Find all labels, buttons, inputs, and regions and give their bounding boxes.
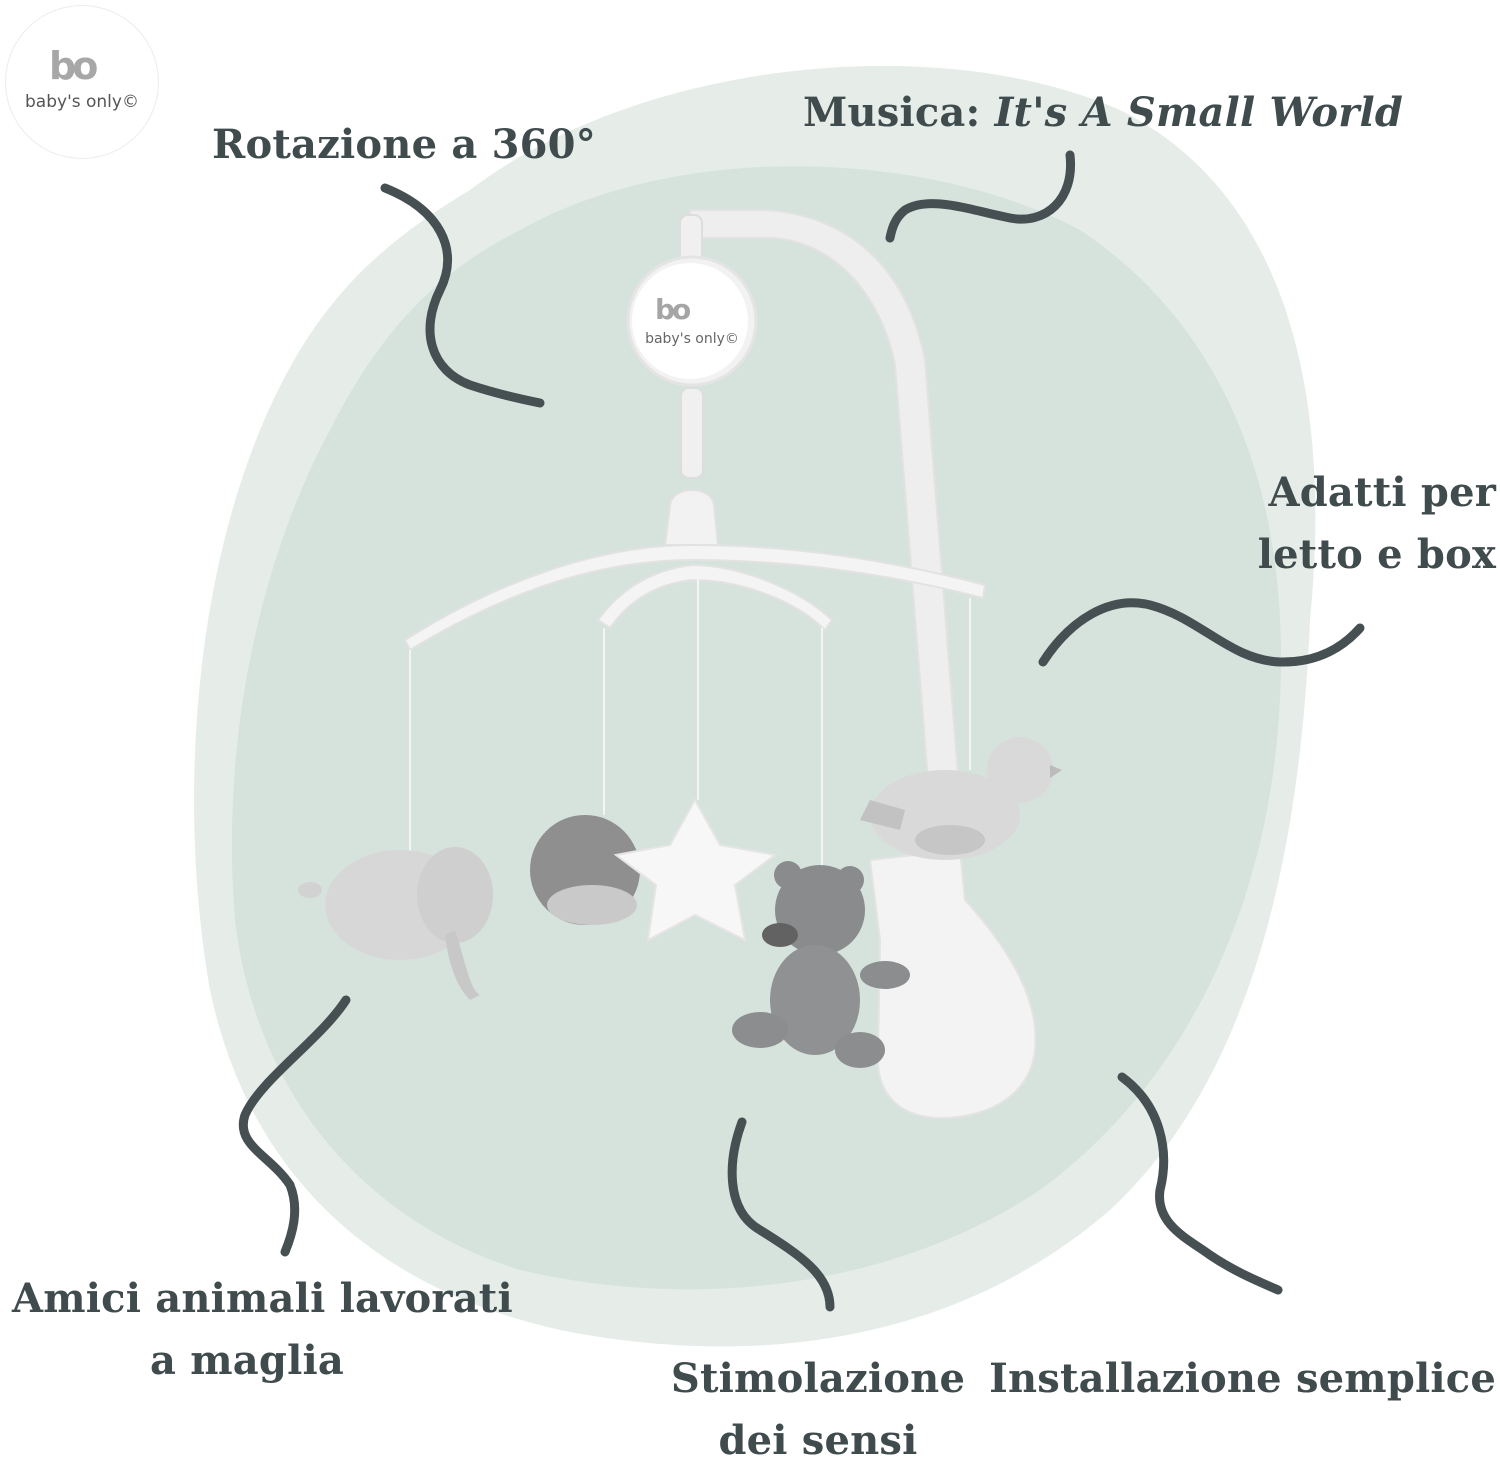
bear-toy (732, 861, 910, 1068)
callout-senses-line2: dei sensi (718, 1417, 918, 1464)
brand-logo: bo baby's only© (6, 6, 158, 158)
curl-fit (1038, 598, 1365, 667)
star-toy (613, 797, 778, 942)
callout-music: Musica: It's A Small World (803, 82, 1403, 144)
callout-music-prefix: Musica: (803, 89, 995, 136)
curl-rotation (380, 183, 545, 408)
chain-bottom (680, 387, 704, 479)
music-box-logo-mark: bo (655, 293, 691, 326)
callout-senses-line1: Stimolazione (670, 1355, 966, 1402)
hub (663, 489, 720, 546)
whale-toy (530, 815, 640, 925)
callout-knitted-line1: Amici animali lavorati (12, 1275, 513, 1322)
callout-rotation: Rotazione a 360° (212, 121, 596, 168)
elephant-toy (298, 847, 493, 1000)
clamp (868, 848, 1037, 1120)
callout-fit-line2: letto e box (1257, 531, 1496, 578)
callout-knitted-line2: a maglia (150, 1337, 344, 1384)
music-box-logo-text: baby's only© (645, 331, 739, 347)
callout-knitted: Amici animali lavorati a maglia (12, 1268, 513, 1392)
curl-knitted (238, 995, 351, 1257)
logo-mark: bo (49, 44, 98, 88)
logo-text: baby's only© (25, 92, 139, 112)
callout-install: Installazione semplice (989, 1355, 1496, 1402)
crossbar-long (403, 543, 987, 652)
crossbar-short (596, 563, 834, 632)
callout-senses: Stimolazione dei sensi (668, 1348, 968, 1472)
curl-install (1117, 1072, 1283, 1295)
callout-fit: Adatti per letto e box (1258, 462, 1496, 586)
callout-music-title: It's A Small World (994, 89, 1404, 136)
bird-toy (860, 737, 1062, 860)
curl-music (885, 150, 1076, 243)
curl-senses (727, 1117, 835, 1312)
callout-fit-line1: Adatti per (1268, 469, 1496, 516)
